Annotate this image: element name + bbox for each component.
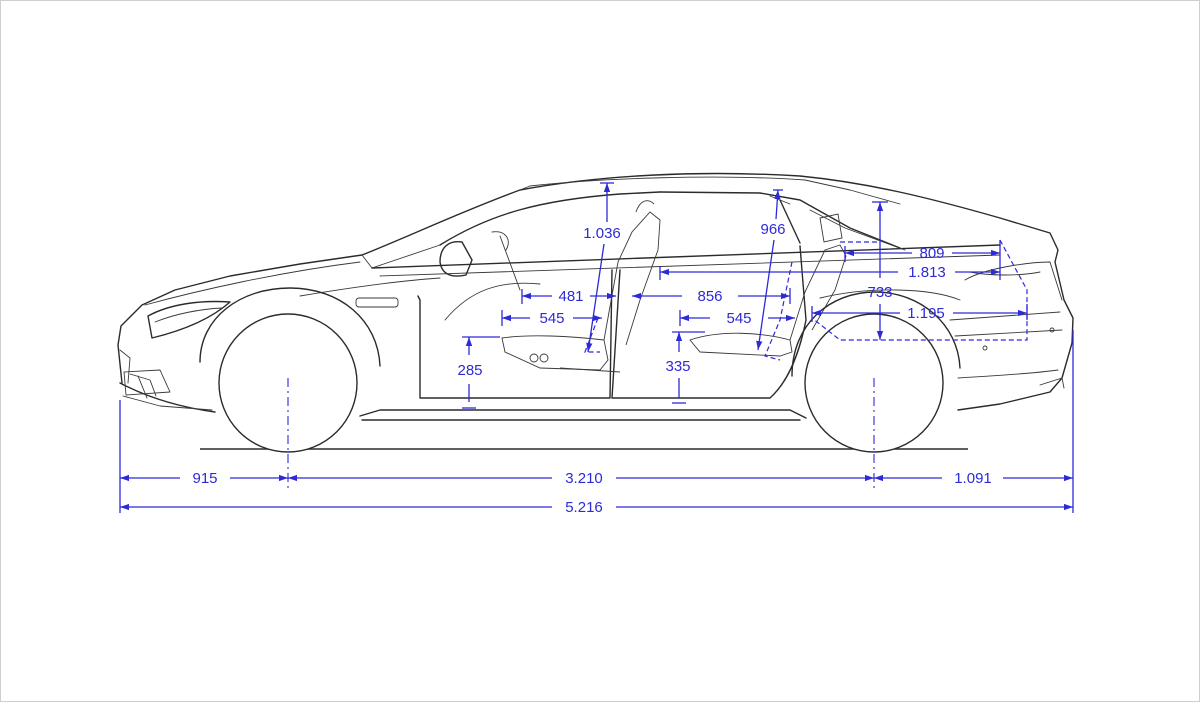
wheelbase-label: 3.210	[565, 470, 603, 487]
rear-seat	[689, 213, 847, 357]
rear-headroom-label: 966	[760, 221, 785, 238]
rear-seat-depth-label: 545	[726, 310, 751, 327]
car-body	[117, 172, 1074, 421]
rear-seat-height-label: 335	[665, 358, 690, 375]
front-headroom-label: 1.036	[583, 225, 621, 242]
rear-overhang-label: 1.091	[954, 470, 992, 487]
length-dimensions	[119, 330, 1074, 513]
front-seat-height-dimension	[462, 336, 500, 409]
rear-legroom-label: 856	[697, 288, 722, 305]
trunk-length-dimension	[811, 304, 1028, 322]
front-seat	[501, 200, 661, 373]
seat-to-trunk-dimensions	[659, 240, 1001, 280]
trunk-dashed-outline	[811, 239, 1028, 341]
trunk-height-label: 733	[867, 284, 892, 301]
front-wheel	[199, 287, 381, 453]
legroom-dimensions	[521, 288, 791, 304]
rear-headroom-dimension	[756, 189, 783, 351]
seat-depth-dimensions	[501, 310, 795, 326]
rear-seat-dashed-outline	[764, 261, 793, 361]
front-seat-height-label: 285	[457, 362, 482, 379]
trunk-height-dimension	[872, 201, 888, 340]
rear-seat-height-dimension	[672, 331, 705, 404]
front-seat-cushion-label: 481	[558, 288, 583, 305]
front-overhang-label: 915	[192, 470, 217, 487]
rear-seat-to-trunk-label: 809	[919, 245, 944, 262]
front-seat-to-trunk-label: 1.813	[908, 264, 946, 281]
front-seat-dashed-outline	[584, 317, 600, 353]
trunk-length-label: 1.195	[907, 305, 945, 322]
front-headroom-dimension	[586, 182, 614, 353]
overall-length-label: 5.216	[565, 499, 603, 516]
front-seat-depth-label: 545	[539, 310, 564, 327]
